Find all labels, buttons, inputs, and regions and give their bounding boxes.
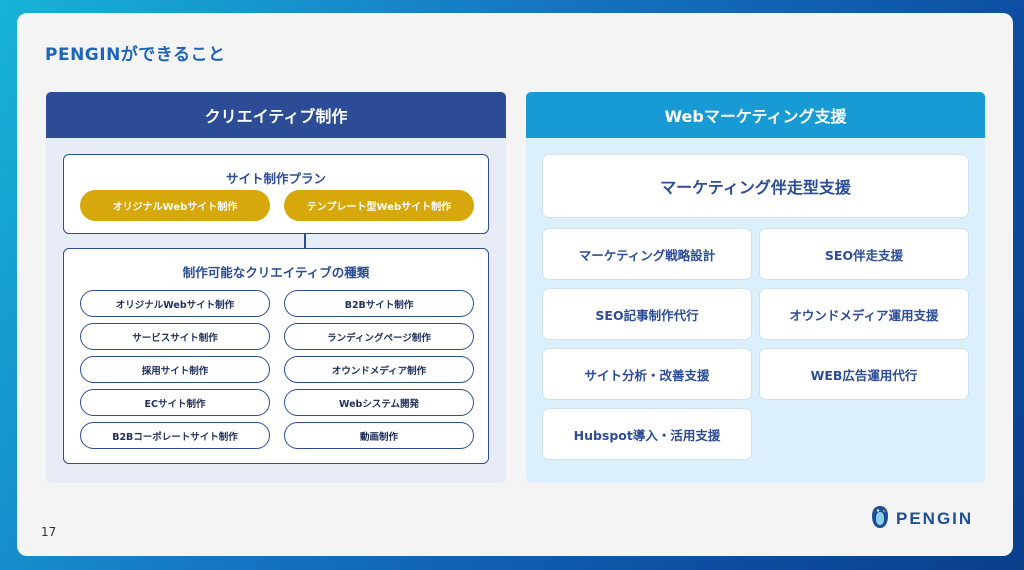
service-card: マーケティング戦略設計 [542, 228, 752, 280]
penguin-icon [870, 505, 890, 533]
type-pill: B2Bコーポレートサイト制作 [80, 422, 270, 449]
marketing-main-card: マーケティング伴走型支援 [542, 154, 969, 218]
service-card: Hubspot導入・活用支援 [542, 408, 752, 460]
slide-title: PENGINができること [45, 45, 226, 65]
site-plan-title: サイト制作プラン [225, 171, 326, 186]
type-pill: ランディングページ制作 [284, 323, 474, 350]
type-pill: オリジナルWebサイト制作 [80, 290, 270, 317]
marketing-panel: Webマーケティング支援 マーケティング伴走型支援 マーケティング戦略設計 SE… [526, 92, 985, 483]
slide: PENGINができること クリエイティブ制作 サイト制作プラン オリジナルWeb… [17, 13, 1013, 556]
creative-panel-header: クリエイティブ制作 [46, 92, 506, 138]
plan-option-original: オリジナルWebサイト制作 [80, 190, 270, 221]
service-card: オウンドメディア運用支援 [759, 288, 969, 340]
plan-connector [304, 233, 306, 248]
pengin-logo: PENGIN [870, 505, 973, 533]
service-card: サイト分析・改善支援 [542, 348, 752, 400]
type-pill: 採用サイト制作 [80, 356, 270, 383]
site-plan-box: サイト制作プラン オリジナルWebサイト制作 テンプレート型Webサイト制作 [63, 154, 489, 234]
service-card: SEO記事制作代行 [542, 288, 752, 340]
service-card: WEB広告運用代行 [759, 348, 969, 400]
service-card: SEO伴走支援 [759, 228, 969, 280]
plan-option-template: テンプレート型Webサイト制作 [284, 190, 474, 221]
logo-text: PENGIN [896, 509, 974, 528]
page-number: 17 [41, 525, 57, 539]
type-pill: ECサイト制作 [80, 389, 270, 416]
creative-panel: クリエイティブ制作 サイト制作プラン オリジナルWebサイト制作 テンプレート型… [46, 92, 506, 483]
type-pill: B2Bサイト制作 [284, 290, 474, 317]
type-pill: オウンドメディア制作 [284, 356, 474, 383]
type-pill: Webシステム開発 [284, 389, 474, 416]
creative-types-box: 制作可能なクリエイティブの種類 オリジナルWebサイト制作 サービスサイト制作 … [63, 248, 489, 464]
creative-types-title: 制作可能なクリエイティブの種類 [182, 265, 370, 280]
type-pill: 動画制作 [284, 422, 474, 449]
type-pill: サービスサイト制作 [80, 323, 270, 350]
marketing-panel-header: Webマーケティング支援 [526, 92, 985, 138]
